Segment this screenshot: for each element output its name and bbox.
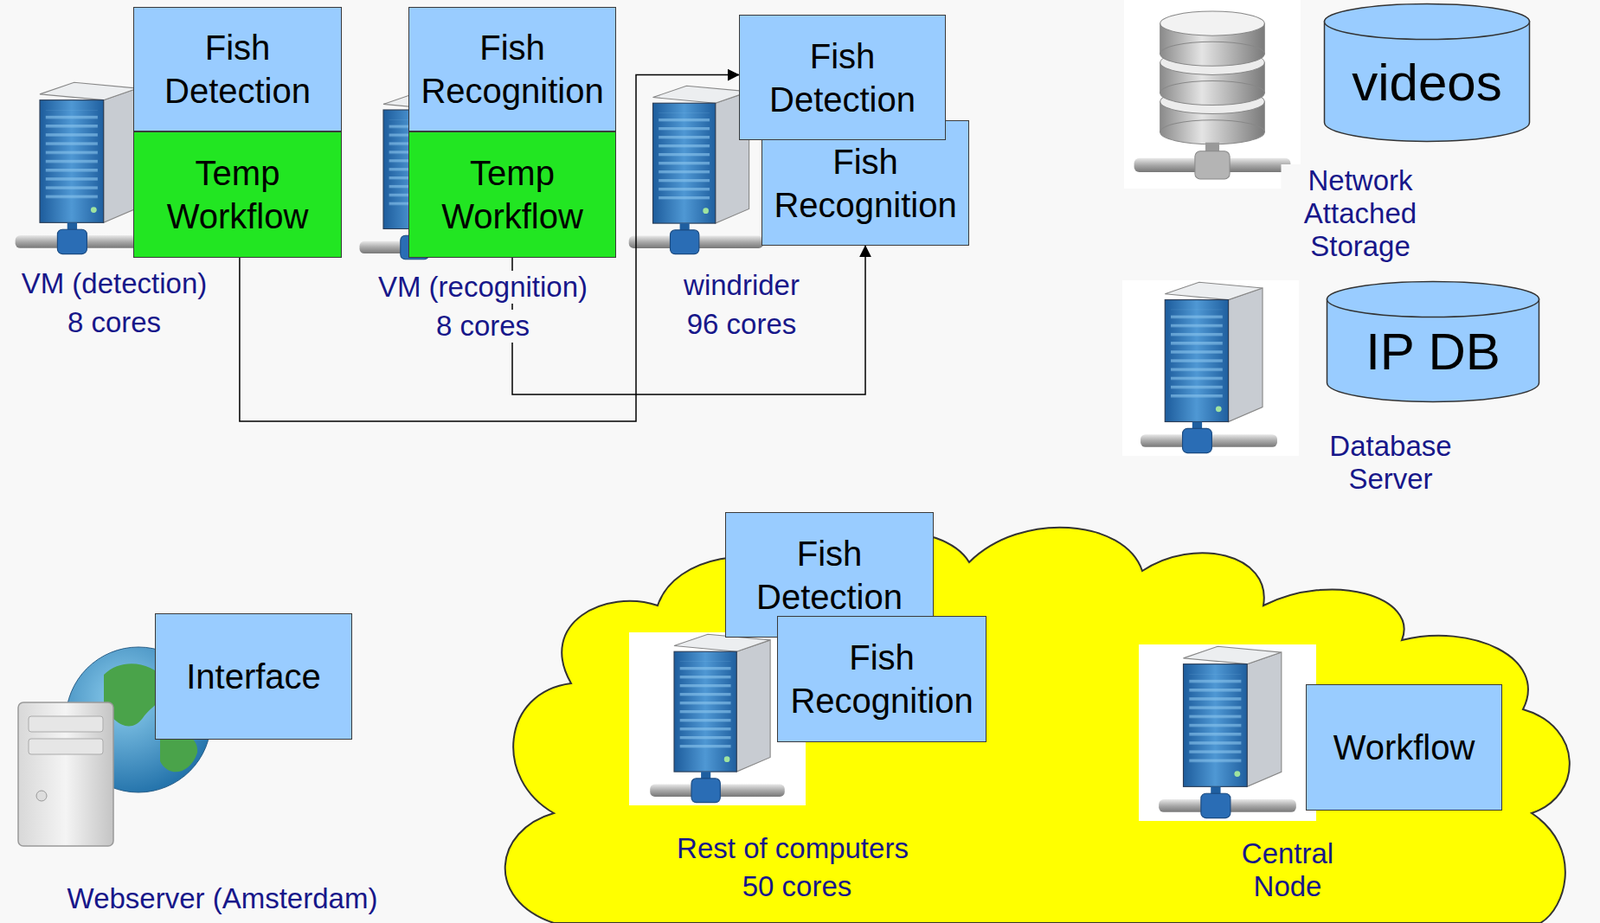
storage-icon	[1134, 11, 1292, 180]
node-text: Fish Detection	[134, 25, 341, 113]
node-text: Temp Workflow	[134, 151, 341, 238]
process-box: Fish Detection	[133, 6, 342, 132]
process-box: Fish Recognition	[777, 616, 987, 743]
process-box: Fish Recognition	[408, 6, 617, 132]
machine-label: VM (recognition)	[374, 270, 592, 304]
storage-cylinder: videos	[1323, 2, 1531, 143]
node-text: Fish Detection	[726, 532, 933, 619]
icon-background	[1124, 0, 1301, 189]
database-cylinder: IP DB	[1325, 280, 1541, 404]
workflow-box: Temp Workflow	[408, 131, 617, 258]
process-box: Fish Detection	[738, 14, 946, 141]
node-text: Fish Detection	[739, 34, 945, 122]
machine-label: VM (detection)	[18, 267, 212, 301]
server-icon	[649, 634, 785, 803]
server-icon	[15, 82, 154, 254]
interface-box: Interface	[154, 613, 353, 740]
node-text: Temp Workflow	[409, 151, 616, 238]
machine-label: Rest of computers	[676, 832, 909, 866]
machine-label: Webserver (Amsterdam)	[64, 882, 382, 916]
connector-arrow	[512, 245, 866, 395]
machine-label: Central Node	[1222, 837, 1353, 904]
cylinder-top	[1327, 282, 1540, 318]
machine-label: 96 cores	[683, 308, 801, 341]
node-text: videos	[1351, 50, 1502, 116]
machine-label: 50 cores	[742, 870, 853, 904]
server-icon	[1140, 282, 1278, 453]
node-text: Fish Recognition	[762, 140, 969, 227]
node-text: Workflow	[1333, 726, 1476, 770]
cloud-region	[505, 527, 1570, 923]
machine-label: Database Server	[1309, 430, 1472, 496]
cylinder-top	[1324, 4, 1530, 40]
machine-label: 8 cores	[64, 306, 165, 340]
machine-label: Network Attached Storage	[1281, 164, 1440, 264]
icon-background	[1122, 280, 1299, 457]
workflow-box: Workflow	[1305, 684, 1503, 811]
node-text: Fish Recognition	[409, 25, 616, 113]
machine-label: windrider	[680, 269, 804, 303]
machine-label: 8 cores	[432, 309, 534, 343]
node-text: Fish Recognition	[777, 636, 986, 723]
server-icon	[1158, 646, 1297, 818]
icon-background	[1138, 644, 1317, 822]
node-text: Interface	[186, 655, 322, 699]
workflow-box: Temp Workflow	[133, 131, 342, 258]
node-text: IP DB	[1365, 319, 1501, 385]
